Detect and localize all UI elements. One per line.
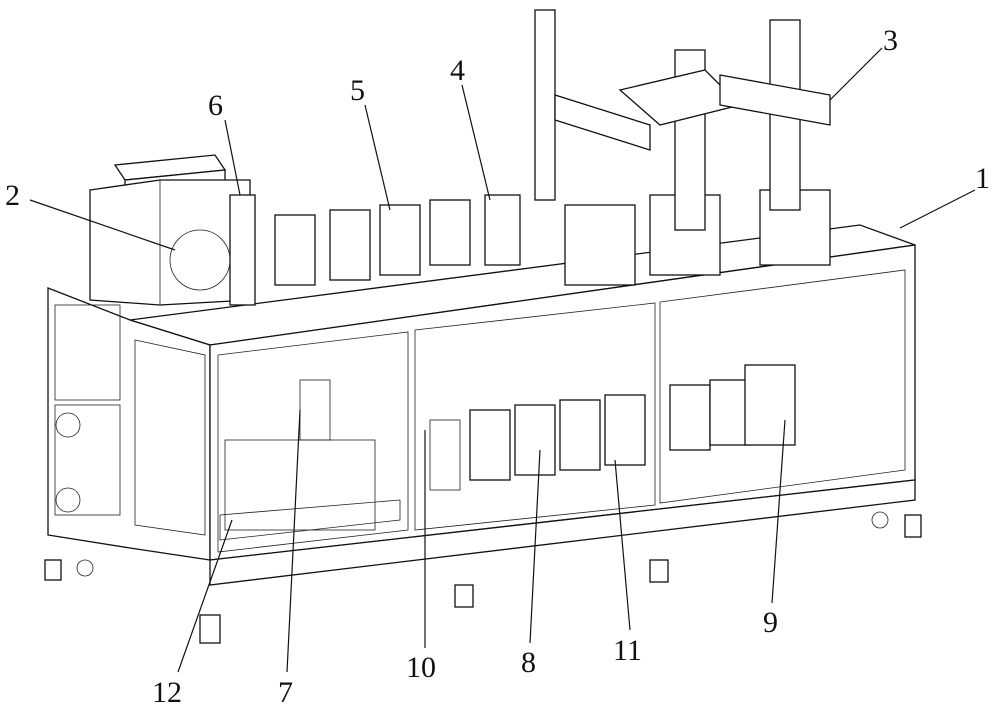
- label-7: 7: [278, 676, 293, 709]
- label-3: 3: [883, 24, 898, 57]
- label-11: 11: [613, 634, 642, 667]
- interior-modules: [224, 364, 796, 531]
- label-1: 1: [975, 162, 990, 195]
- label-6: 6: [208, 89, 223, 122]
- label-2: 2: [5, 179, 20, 212]
- label-9: 9: [763, 606, 778, 639]
- leader-lines: [29, 47, 976, 673]
- label-5: 5: [350, 74, 365, 107]
- feet: [44, 511, 922, 644]
- label-8: 8: [521, 646, 536, 679]
- label-4: 4: [450, 54, 465, 87]
- label-12: 12: [152, 676, 182, 709]
- control-box: [89, 154, 251, 306]
- gantries: [534, 9, 831, 231]
- label-10: 10: [406, 651, 436, 684]
